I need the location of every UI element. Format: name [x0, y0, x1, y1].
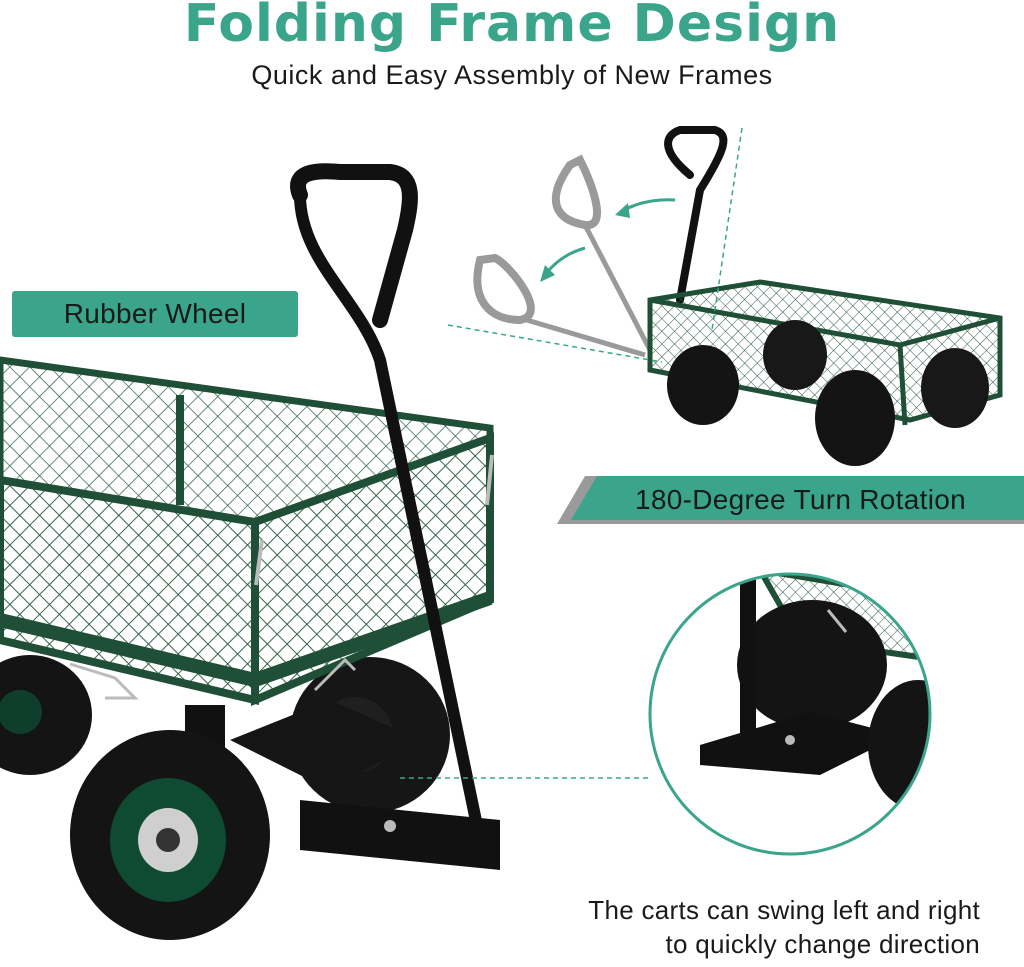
turn-rotation-label: 180-Degree Turn Rotation [557, 476, 1024, 524]
rubber-wheel-label-text: Rubber Wheel [63, 298, 247, 329]
large-cart-illustration [0, 163, 500, 940]
page-title: Folding Frame Design [183, 0, 841, 54]
rubber-wheel-label: Rubber Wheel [12, 291, 298, 337]
swing-caption-line-1: The carts can swing left and right [588, 895, 980, 925]
swing-caption-line-2: to quickly change direction [665, 929, 980, 959]
small-cart-illustration [447, 126, 1003, 466]
swing-caption: The carts can swing left and right to qu… [588, 893, 980, 961]
page-subtitle: Quick and Easy Assembly of New Frames [251, 60, 773, 90]
wheel-closeup-illustration [400, 572, 932, 856]
label-banner-shape [557, 476, 1024, 524]
turn-rotation-label-text: 180-Degree Turn Rotation [635, 484, 966, 515]
